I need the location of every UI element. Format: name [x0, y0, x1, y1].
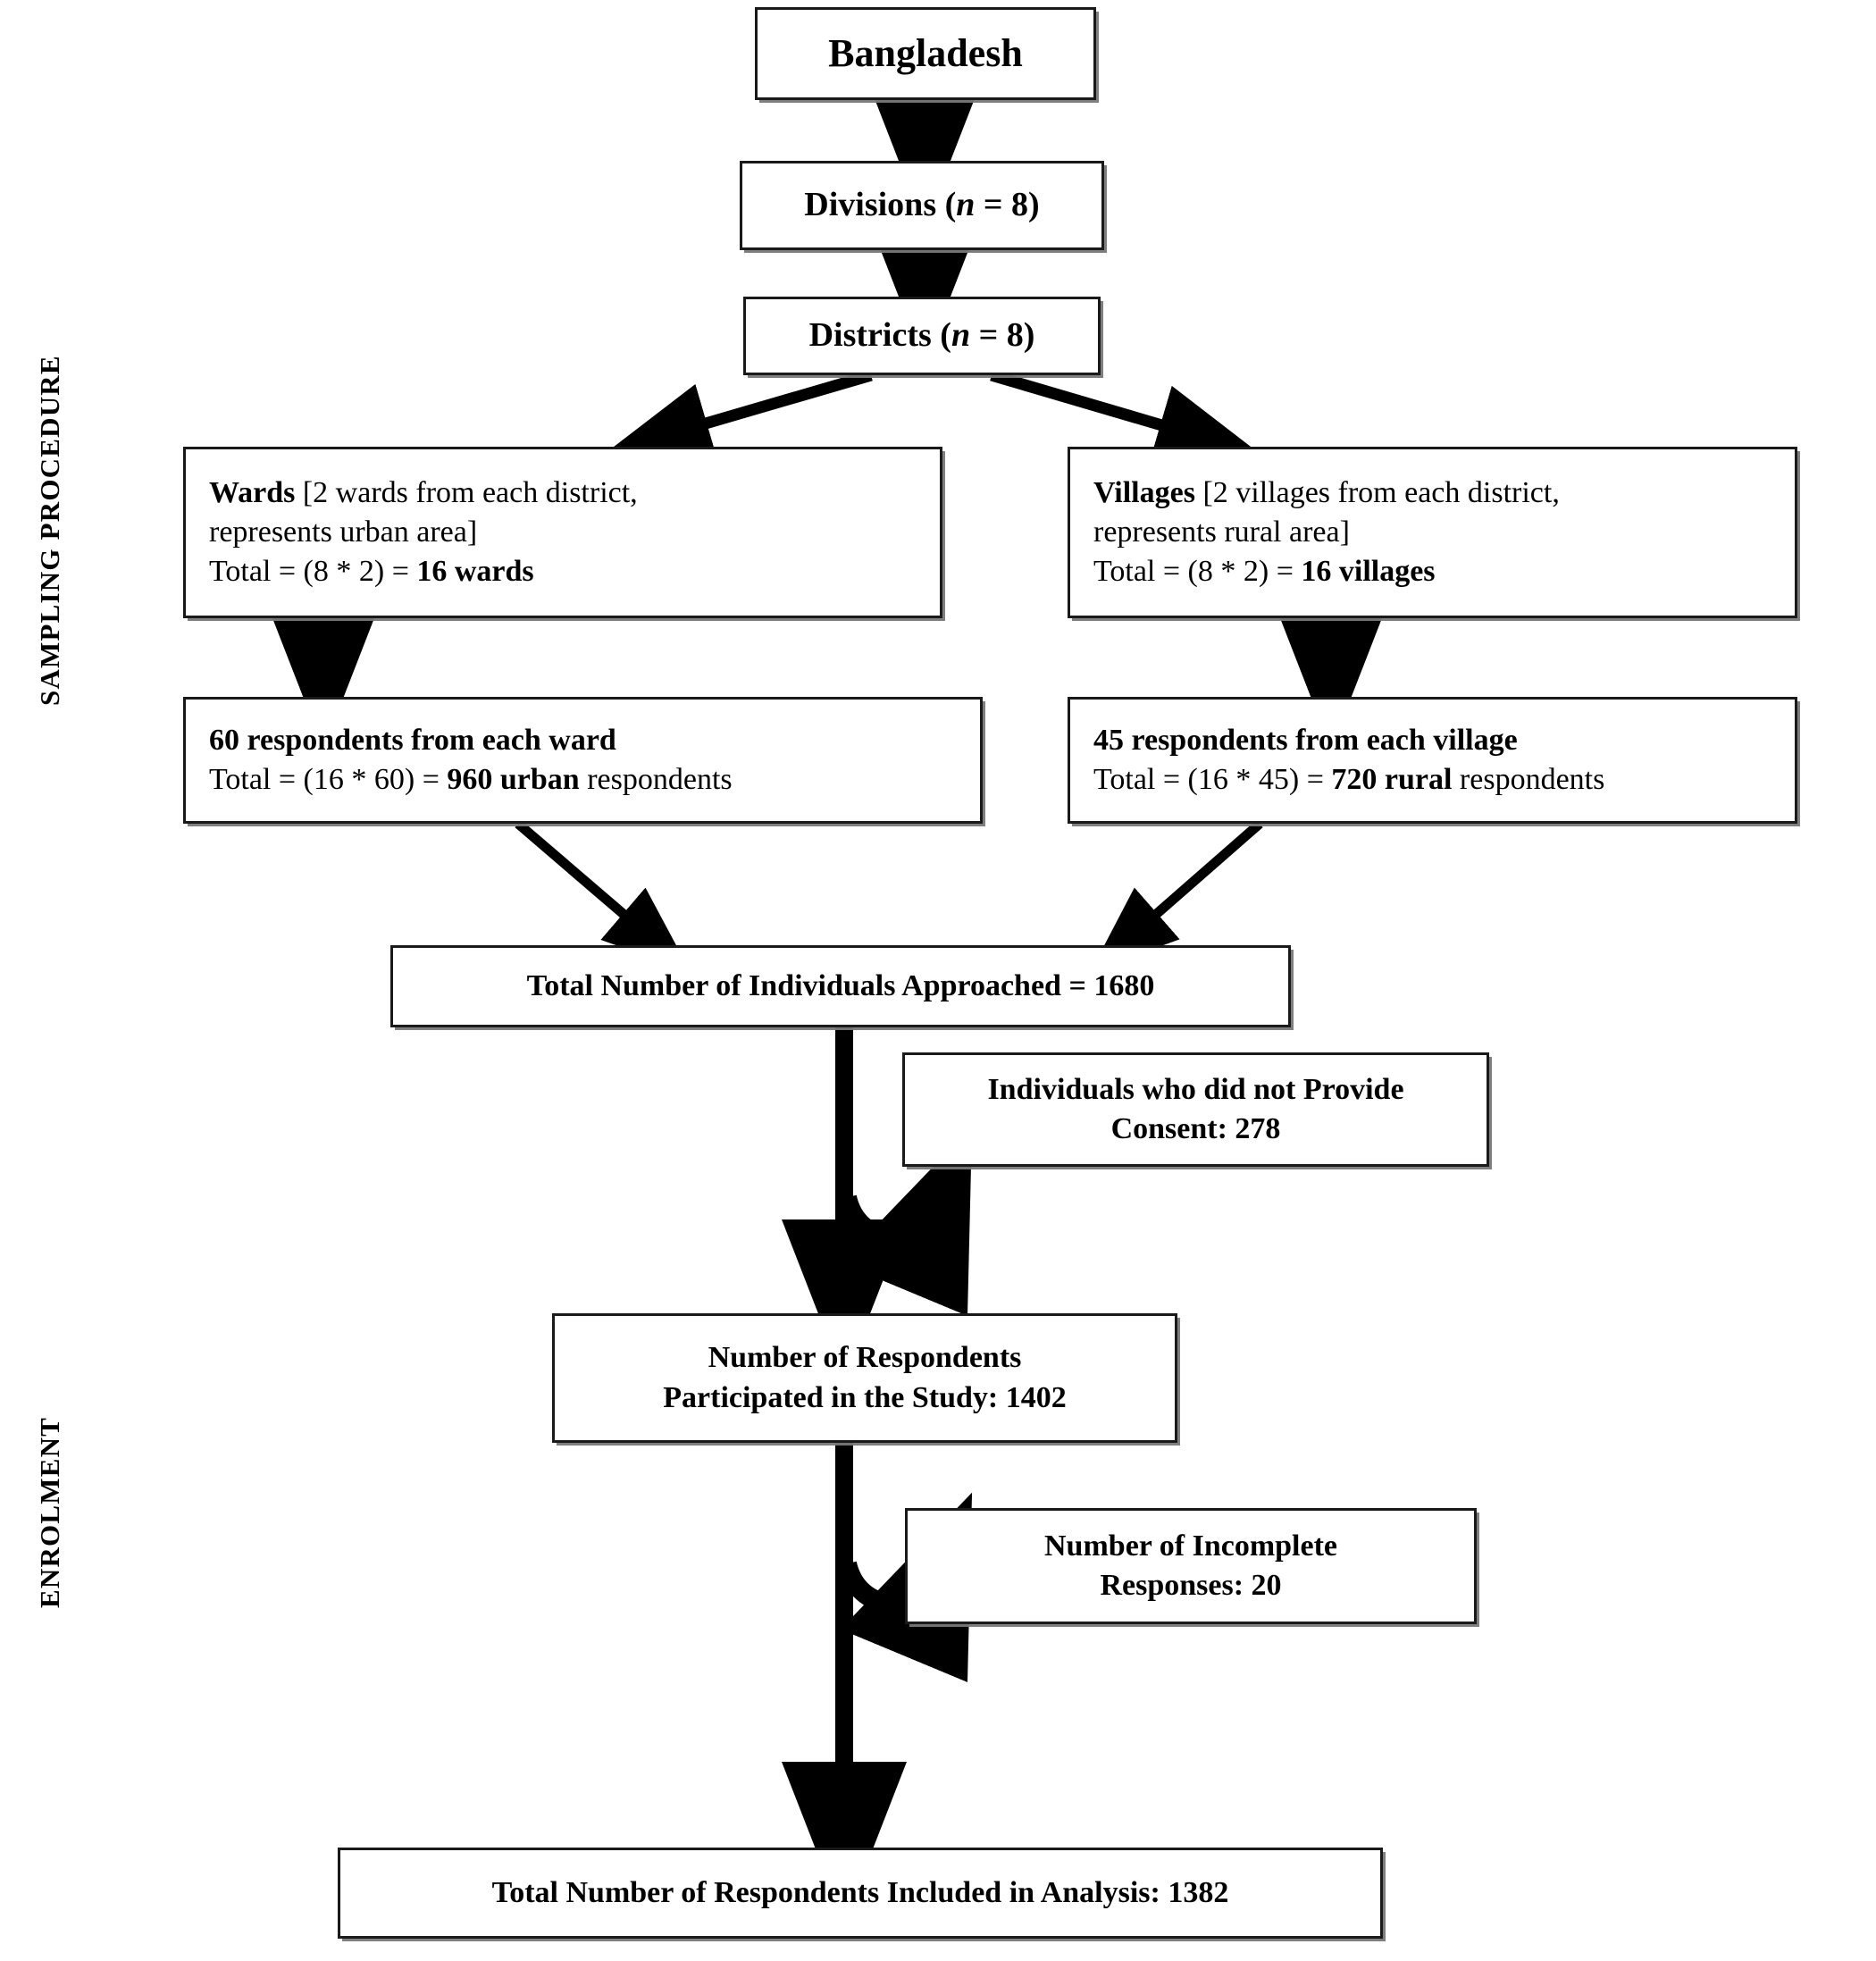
node-participated-line1: Number of Respondents — [708, 1341, 1022, 1375]
node-divisions-label: Divisions (n = 8) — [804, 186, 1040, 224]
node-villages[interactable]: Villages [2 villages from each district,… — [1068, 447, 1797, 618]
node-urban-respondents-line1: 60 respondents from each ward — [209, 723, 616, 757]
node-wards-line1: Wards [2 wards from each district, — [209, 475, 638, 509]
node-districts[interactable]: Districts (n = 8) — [743, 297, 1101, 375]
node-no-consent-line1: Individuals who did not Provide — [987, 1072, 1404, 1106]
node-participated[interactable]: Number of Respondents Participated in th… — [552, 1313, 1177, 1443]
node-wards-line3: Total = (8 * 2) = 16 wards — [209, 555, 534, 589]
arrow-districts-to-wards — [606, 369, 873, 463]
node-approached-label: Total Number of Individuals Approached =… — [526, 968, 1155, 1002]
stage-label-sampling-procedure: SAMPLING PROCEDURE — [34, 355, 65, 706]
node-districts-label: Districts (n = 8) — [808, 316, 1035, 355]
arrow-districts-to-villages — [990, 369, 1261, 465]
node-incomplete-line1: Number of Incomplete — [1044, 1529, 1337, 1563]
arrow-urban-to-approached — [515, 819, 691, 972]
node-rural-respondents[interactable]: 45 respondents from each village Total =… — [1068, 697, 1797, 824]
node-included[interactable]: Total Number of Respondents Included in … — [338, 1848, 1383, 1939]
node-urban-respondents-line2: Total = (16 * 60) = 960 urban respondent… — [209, 763, 733, 796]
node-rural-respondents-line2: Total = (16 * 45) = 720 rural respondent… — [1093, 763, 1605, 796]
node-included-label: Total Number of Respondents Included in … — [491, 1875, 1229, 1909]
node-villages-line3: Total = (8 * 2) = 16 villages — [1093, 555, 1436, 589]
arrow-hook-no-consent — [837, 1126, 973, 1317]
stage-label-enrolment: ENROLMENT — [34, 1416, 65, 1608]
node-wards-line2: represents urban area] — [209, 515, 478, 549]
node-villages-line2: represents rural area] — [1093, 515, 1350, 549]
node-no-consent-line2: Consent: 278 — [1110, 1112, 1281, 1145]
node-urban-respondents[interactable]: 60 respondents from each ward Total = (1… — [183, 697, 983, 824]
node-rural-respondents-line1: 45 respondents from each village — [1093, 723, 1518, 757]
node-country[interactable]: Bangladesh — [755, 7, 1096, 100]
arrow-rural-to-approached — [1090, 819, 1263, 972]
node-participated-line2: Participated in the Study: 1402 — [663, 1380, 1067, 1414]
node-incomplete[interactable]: Number of Incomplete Responses: 20 — [905, 1508, 1477, 1624]
node-incomplete-line2: Responses: 20 — [1100, 1569, 1282, 1602]
node-wards[interactable]: Wards [2 wards from each district, repre… — [183, 447, 942, 618]
node-divisions[interactable]: Divisions (n = 8) — [740, 161, 1104, 250]
node-villages-line1: Villages [2 villages from each district, — [1093, 475, 1560, 509]
node-country-label: Bangladesh — [828, 31, 1023, 76]
node-approached[interactable]: Total Number of Individuals Approached =… — [390, 945, 1291, 1027]
node-no-consent[interactable]: Individuals who did not Provide Consent:… — [902, 1052, 1489, 1167]
